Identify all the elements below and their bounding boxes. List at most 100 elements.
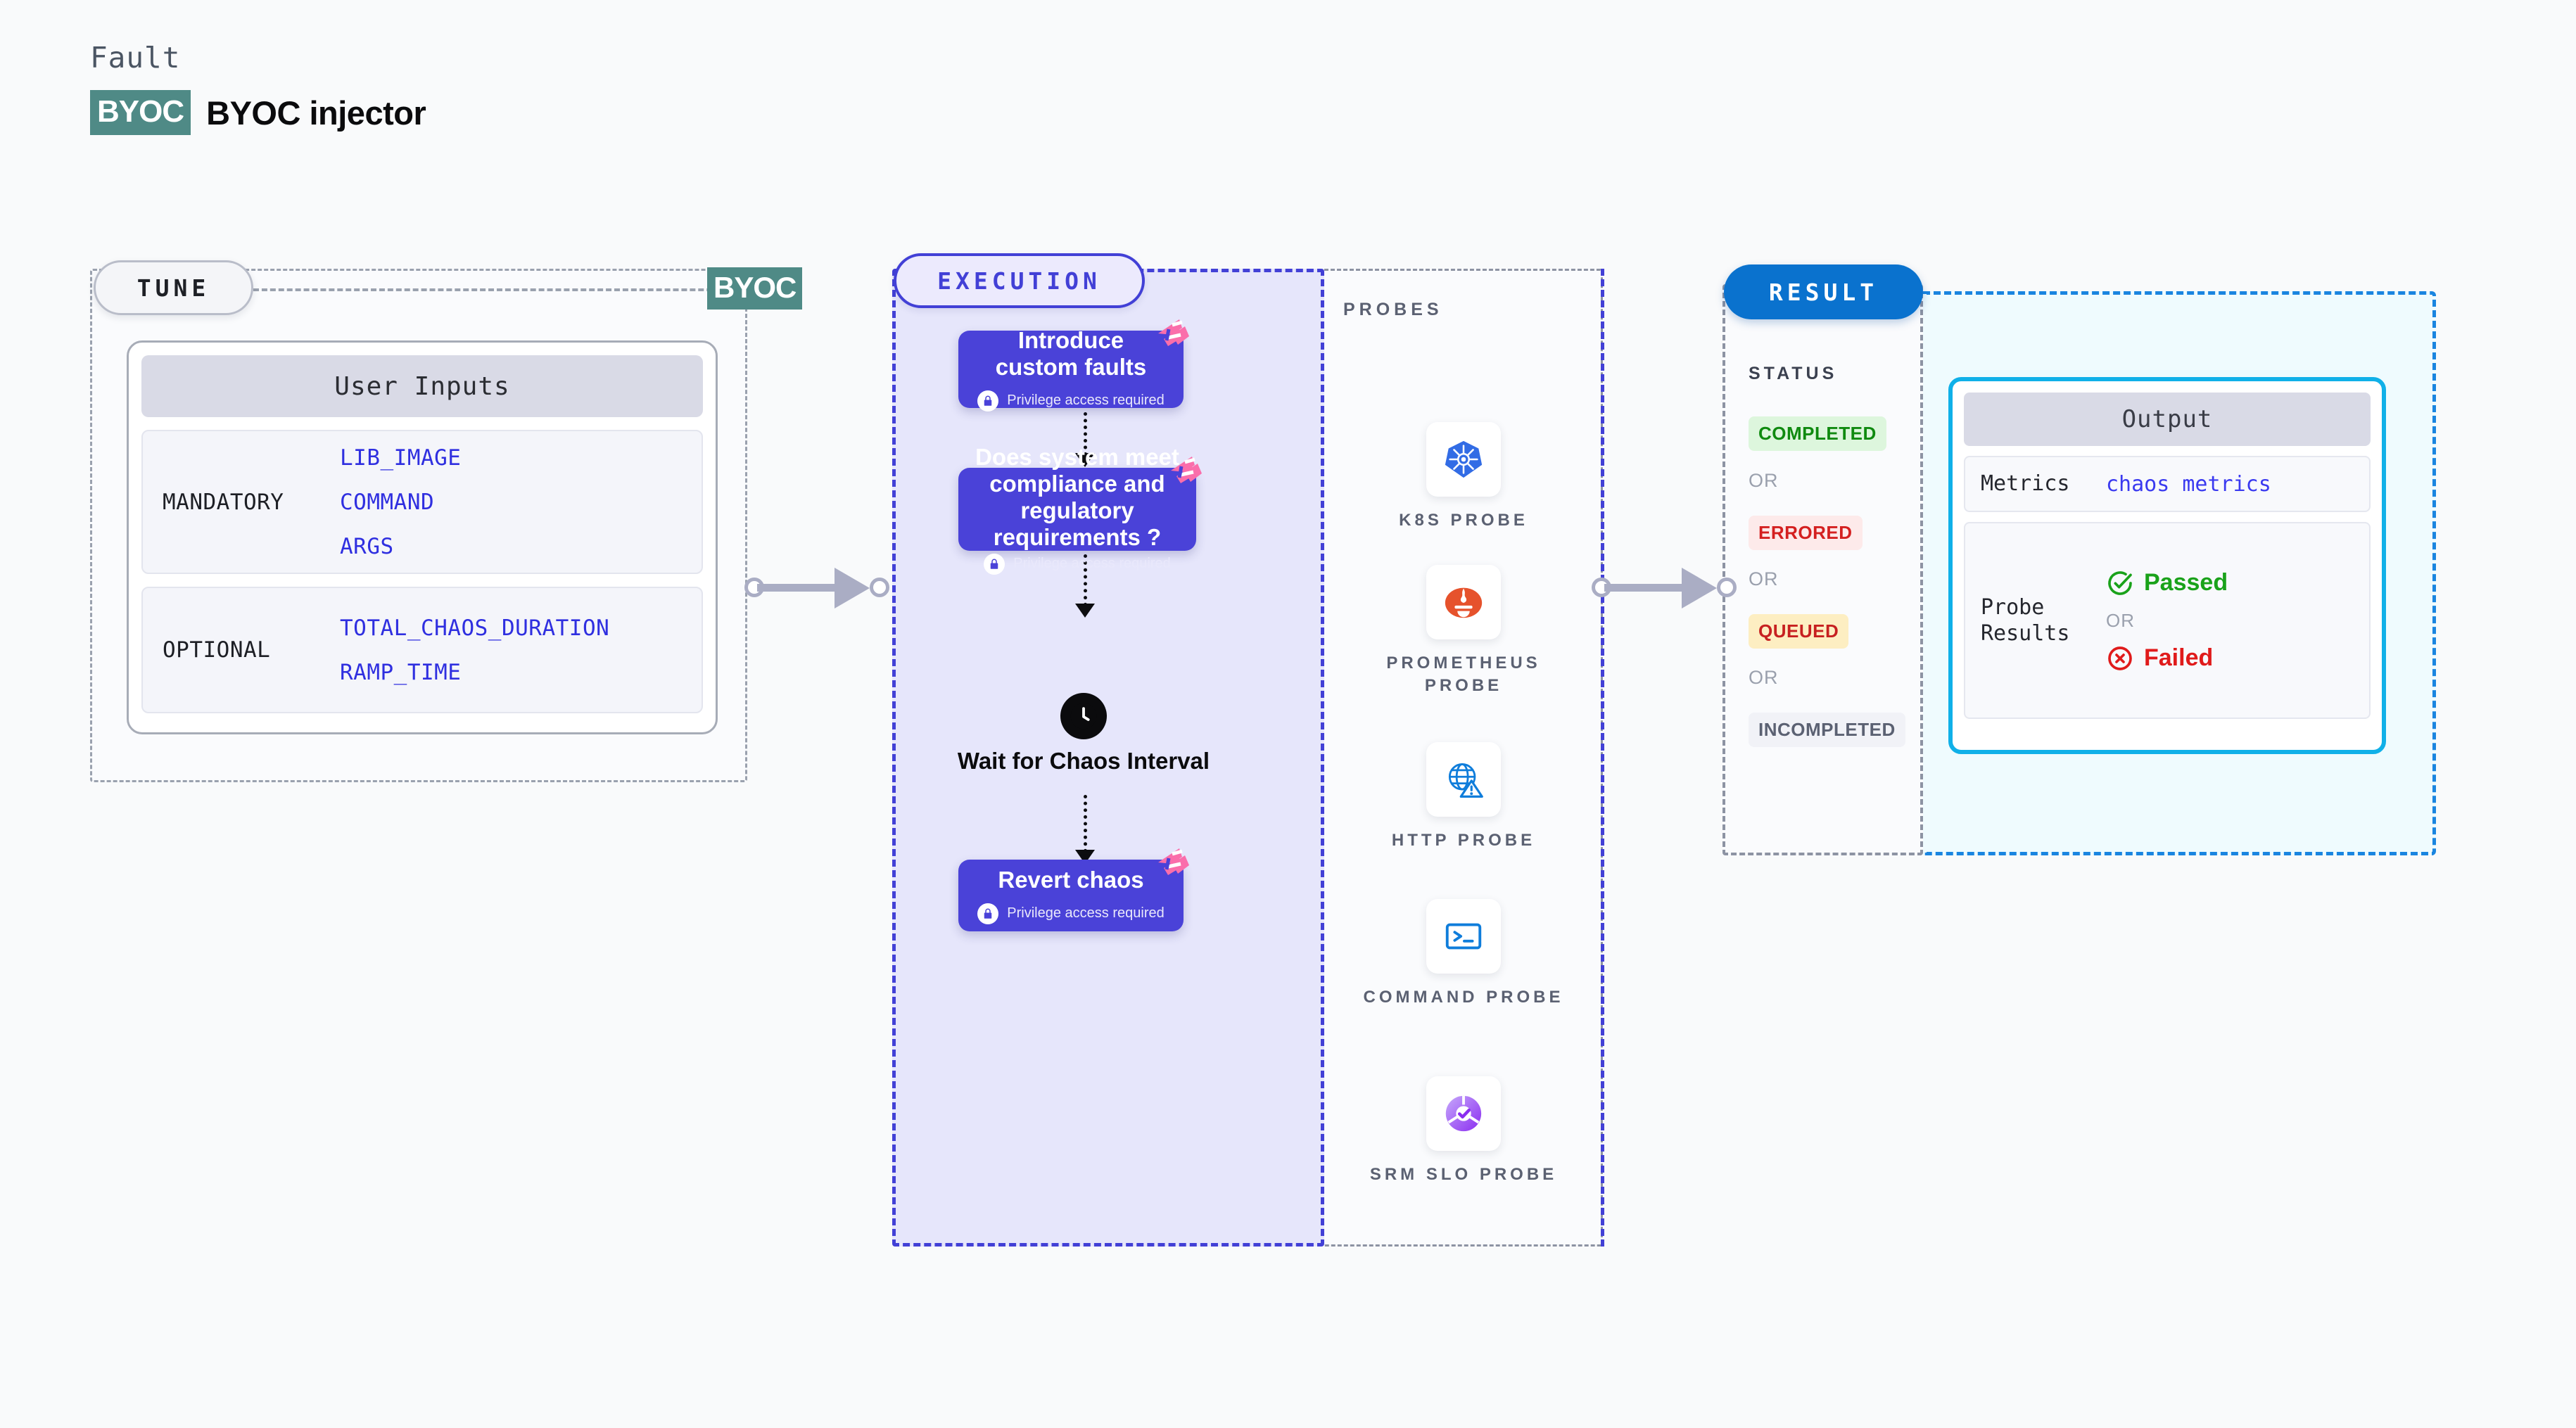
output-metrics-value[interactable]: chaos metrics xyxy=(2106,471,2271,497)
flow-arrow-line xyxy=(1084,412,1087,456)
probe-tile xyxy=(1426,1076,1501,1151)
arrow-end-dot xyxy=(1717,578,1737,597)
page-title: BYOC injector xyxy=(206,94,426,132)
probe-tile xyxy=(1426,422,1501,497)
probe-label: HTTP PROBE xyxy=(1391,831,1536,850)
prometheus-icon xyxy=(1445,587,1483,618)
flow-arrow-line xyxy=(1084,554,1087,606)
lock-icon xyxy=(977,390,999,412)
probe-result-passed: Passed xyxy=(2106,569,2228,597)
flow-arrow-line xyxy=(1084,795,1087,853)
lock-icon xyxy=(977,903,999,924)
arrow-head xyxy=(1682,568,1717,608)
exec-node-title: Does system meet compliance and regulato… xyxy=(975,444,1179,550)
probe-item-srm-slo[interactable]: SRM SLO PROBE xyxy=(1358,1076,1569,1186)
probe-result-options: Passed OR Failed xyxy=(2106,569,2228,672)
flow-arrow-head xyxy=(1075,453,1095,467)
exec-node-revert-chaos[interactable]: Revert chaos Privilege access required xyxy=(958,848,1189,931)
arrow-shaft xyxy=(1604,584,1697,592)
status-or-1: OR xyxy=(1749,470,1779,491)
privilege-text: Privilege access required xyxy=(1013,556,1171,572)
wait-for-chaos-interval-label: Wait for Chaos Interval xyxy=(957,748,1210,774)
privilege-text: Privilege access required xyxy=(1007,393,1165,409)
input-param-lib-image[interactable]: LIB_IMAGE xyxy=(340,445,462,471)
execution-outer-right-edge xyxy=(1601,269,1604,1247)
byoc-logo-badge: BYOC xyxy=(90,90,191,135)
probe-passed-label: Passed xyxy=(2144,569,2228,596)
status-title: STATUS xyxy=(1749,364,1838,383)
http-globe-warning-icon xyxy=(1448,763,1483,798)
arrow-head xyxy=(835,568,870,608)
probe-label: K8S PROBE xyxy=(1399,511,1528,530)
probe-item-prometheus[interactable]: PROMETHEUS PROBE xyxy=(1358,565,1569,698)
group-values-optional: TOTAL_CHAOS_DURATION RAMP_TIME xyxy=(340,616,609,685)
srm-slo-icon xyxy=(1445,1095,1482,1132)
user-inputs-group-optional: OPTIONAL TOTAL_CHAOS_DURATION RAMP_TIME xyxy=(141,587,703,713)
probe-failed-label: Failed xyxy=(2144,644,2214,671)
eyebrow-label: Fault xyxy=(90,41,181,75)
user-inputs-card: User Inputs MANDATORY LIB_IMAGE COMMAND … xyxy=(127,340,718,734)
group-label-optional: OPTIONAL xyxy=(163,637,271,663)
output-panel-left-cover xyxy=(1921,294,1927,853)
probe-label: PROMETHEUS PROBE xyxy=(1386,654,1541,696)
probe-result-failed: Failed xyxy=(2106,644,2228,672)
exec-node-title: Revert chaos xyxy=(998,867,1144,893)
execution-panel xyxy=(892,269,1324,1247)
user-inputs-group-mandatory: MANDATORY LIB_IMAGE COMMAND ARGS xyxy=(141,430,703,574)
harness-logo-icon xyxy=(1151,847,1195,886)
check-circle-icon xyxy=(2108,570,2132,595)
execution-stage-pill[interactable]: EXECUTION xyxy=(894,253,1145,308)
exec-node-compliance-check[interactable]: Does system meet compliance and regulato… xyxy=(958,444,1202,575)
status-or-3: OR xyxy=(1749,667,1779,688)
harness-logo-icon xyxy=(1164,455,1207,495)
status-badge-errored: ERRORED xyxy=(1749,516,1863,550)
arrow-execution-to-result xyxy=(1592,566,1739,608)
exec-node-introduce-custom-faults[interactable]: Introduce custom faults Privilege access… xyxy=(958,319,1189,412)
status-panel xyxy=(1722,284,1923,855)
status-badge-completed: COMPLETED xyxy=(1749,416,1886,451)
probe-item-k8s[interactable]: K8S PROBE xyxy=(1358,422,1569,532)
harness-logo-icon xyxy=(1151,318,1195,357)
output-row-metrics: Metrics chaos metrics xyxy=(1964,456,2371,512)
probe-tile xyxy=(1426,565,1501,639)
group-label-mandatory: MANDATORY xyxy=(163,489,284,515)
result-stage-pill[interactable]: RESULT xyxy=(1724,264,1923,319)
output-row-probe-results: Probe Results Passed OR Failed xyxy=(1964,522,2371,719)
privilege-text: Privilege access required xyxy=(1007,905,1165,922)
probe-label: COMMAND PROBE xyxy=(1363,988,1564,1007)
lock-icon xyxy=(984,553,1005,575)
arrow-end-dot xyxy=(870,578,889,597)
tune-stage-pill[interactable]: TUNE xyxy=(94,260,253,315)
x-circle-icon xyxy=(2108,646,2132,670)
probe-item-http[interactable]: HTTP PROBE xyxy=(1358,742,1569,852)
probe-tile xyxy=(1426,899,1501,974)
output-card-header: Output xyxy=(1964,393,2371,446)
wait-clock-icon xyxy=(1060,693,1107,739)
flow-arrow-head xyxy=(1075,604,1095,618)
probe-label: SRM SLO PROBE xyxy=(1369,1165,1558,1184)
output-metrics-key: Metrics xyxy=(1981,471,2070,497)
arrow-tune-to-execution xyxy=(744,566,892,608)
terminal-icon xyxy=(1445,923,1482,950)
probe-tile xyxy=(1426,742,1501,817)
privilege-row: Privilege access required xyxy=(984,553,1171,575)
output-probe-results-key: Probe Results xyxy=(1981,594,2070,646)
exec-node-title: Introduce custom faults xyxy=(995,327,1147,380)
output-card: Output Metrics chaos metrics Probe Resul… xyxy=(1948,377,2386,754)
input-param-command[interactable]: COMMAND xyxy=(340,489,435,515)
status-or-2: OR xyxy=(1749,568,1779,589)
tune-top-dashed-line xyxy=(253,288,737,291)
privilege-row: Privilege access required xyxy=(977,903,1165,924)
group-values-mandatory: LIB_IMAGE COMMAND ARGS xyxy=(340,445,461,559)
page-header: Fault BYOC BYOC injector xyxy=(90,41,426,135)
byoc-corner-badge: BYOC xyxy=(707,267,803,310)
input-param-ramp-time[interactable]: RAMP_TIME xyxy=(340,659,462,685)
input-param-total-chaos-duration[interactable]: TOTAL_CHAOS_DURATION xyxy=(340,615,610,641)
title-row: BYOC BYOC injector xyxy=(90,90,426,135)
probe-item-command[interactable]: COMMAND PROBE xyxy=(1358,899,1569,1009)
status-badge-incompleted: INCOMPLETED xyxy=(1749,713,1905,747)
privilege-row: Privilege access required xyxy=(977,390,1165,412)
input-param-args[interactable]: ARGS xyxy=(340,533,394,559)
user-inputs-header: User Inputs xyxy=(141,355,703,417)
probe-result-or: OR xyxy=(2106,609,2135,631)
